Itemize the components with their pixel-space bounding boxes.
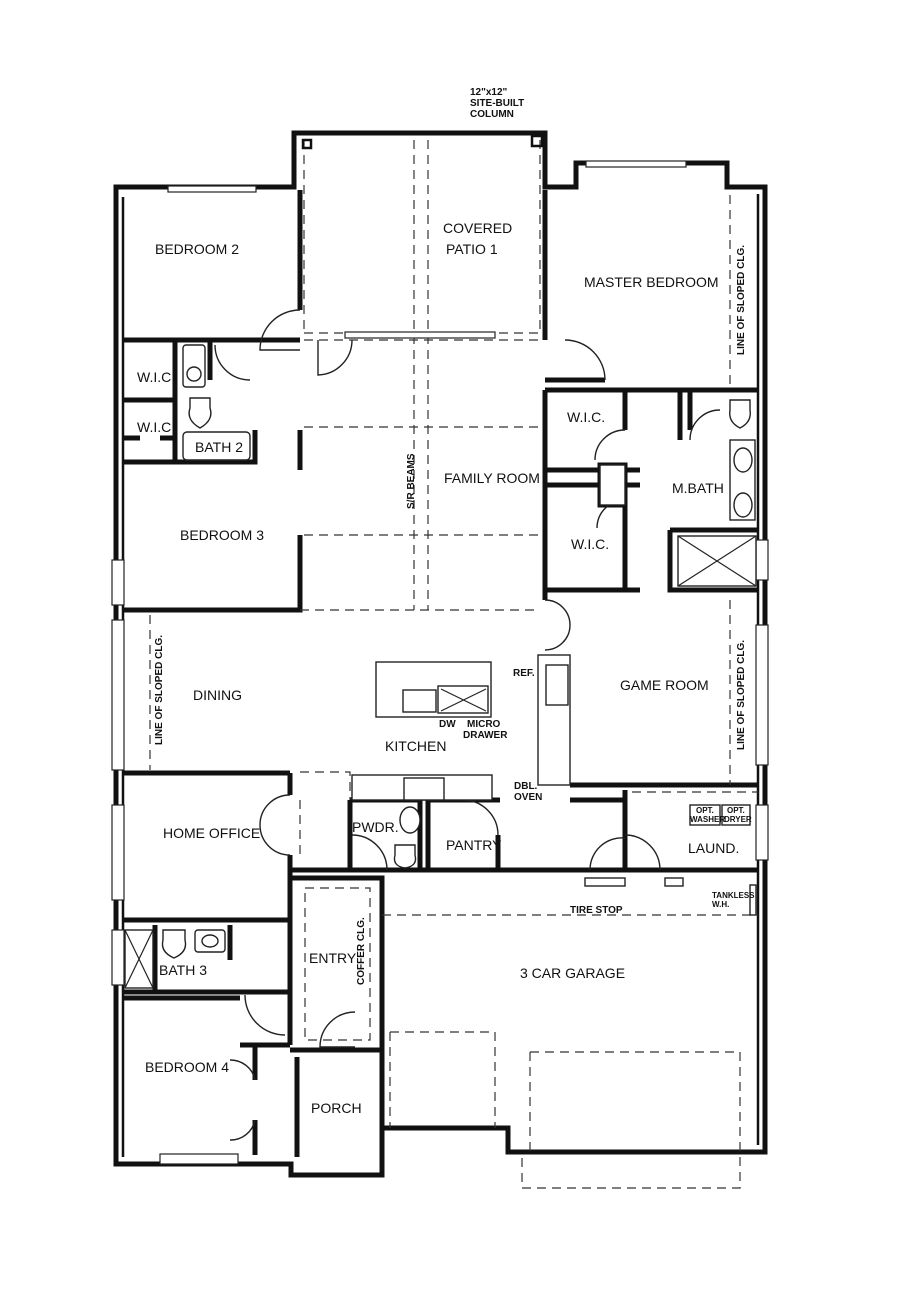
room-laundry: LAUND.	[688, 840, 739, 856]
annotations: 12"x12" SITE-BUILT COLUMN S/R BEAMS LINE…	[154, 87, 755, 985]
label-oven-line1: DBL.	[514, 781, 538, 792]
window-dining	[111, 619, 125, 771]
room-labels: BEDROOM 2 COVERED PATIO 1 MASTER BEDROOM…	[137, 220, 739, 1116]
label-micro-line2: DRAWER	[463, 730, 508, 741]
room-game: GAME ROOM	[620, 677, 709, 693]
tire-stop-note: TIRE STOP	[570, 905, 623, 916]
room-dining: DINING	[193, 687, 242, 703]
coffer-note: COFFER CLG.	[356, 917, 367, 985]
beams-note: S/R BEAMS	[406, 453, 417, 509]
window-family-transom	[344, 331, 496, 339]
room-home-office: HOME OFFICE	[163, 825, 260, 841]
sloped-dining-note: LINE OF SLOPED CLG.	[154, 635, 165, 745]
column-note-line3: COLUMN	[470, 109, 514, 120]
room-porch: PORCH	[311, 1100, 362, 1116]
column-note-line1: 12"x12"	[470, 87, 508, 98]
room-wic-master1: W.I.C.	[567, 409, 605, 425]
window-game	[755, 624, 769, 766]
windows	[111, 160, 769, 1165]
room-bath2: BATH 2	[195, 439, 243, 455]
window-laundry	[755, 804, 769, 861]
room-bedroom4: BEDROOM 4	[145, 1059, 229, 1075]
label-dw: DW	[439, 719, 456, 730]
room-powder: PWDR.	[352, 819, 399, 835]
tankless-note-line2: W.H.	[712, 900, 729, 909]
room-family: FAMILY ROOM	[444, 470, 540, 486]
room-wic-bed2: W.I.C.	[137, 369, 175, 385]
window-mbath	[755, 539, 769, 581]
room-wic-bed3: W.I.C.	[137, 419, 175, 435]
room-pantry: PANTRY	[446, 837, 502, 853]
room-master-bath: M.BATH	[672, 480, 724, 496]
fixtures	[124, 134, 757, 989]
label-washer-line2: WASHER	[690, 815, 725, 824]
window-master	[585, 160, 687, 168]
tankless-note-line1: TANKLESS	[712, 891, 755, 900]
label-oven-line2: OVEN	[514, 792, 542, 803]
column-note-line2: SITE-BUILT	[470, 98, 524, 109]
interior-walls	[123, 190, 758, 1157]
room-covered-patio-line2: PATIO 1	[446, 241, 498, 257]
room-covered-patio-line1: COVERED	[443, 220, 512, 236]
label-dryer-line1: OPT.	[727, 806, 745, 815]
room-kitchen: KITCHEN	[385, 738, 446, 754]
label-micro-line1: MICRO	[467, 719, 501, 730]
label-dryer-line2: DRYER	[724, 815, 752, 824]
window-bedroom3	[111, 559, 125, 606]
doors	[214, 309, 721, 1141]
room-garage: 3 CAR GARAGE	[520, 965, 625, 981]
dashed-lines	[149, 140, 758, 1189]
sloped-master-note: LINE OF SLOPED CLG.	[736, 245, 747, 355]
window-bedroom4	[159, 1153, 239, 1165]
room-bedroom3: BEDROOM 3	[180, 527, 264, 543]
label-ref: REF.	[513, 668, 535, 679]
room-entry: ENTRY	[309, 950, 357, 966]
room-bath3: BATH 3	[159, 962, 207, 978]
room-wic-master2: W.I.C.	[571, 536, 609, 552]
window-bedroom2	[167, 185, 257, 193]
window-office	[111, 804, 125, 901]
appliance-labels: REF. DW MICRO DRAWER DBL. OVEN OPT. WASH…	[439, 668, 752, 824]
window-bath3	[111, 929, 125, 986]
sloped-game-note: LINE OF SLOPED CLG.	[736, 640, 747, 750]
label-washer-line1: OPT.	[696, 806, 714, 815]
room-master-bedroom: MASTER BEDROOM	[584, 274, 719, 290]
room-bedroom2: BEDROOM 2	[155, 241, 239, 257]
